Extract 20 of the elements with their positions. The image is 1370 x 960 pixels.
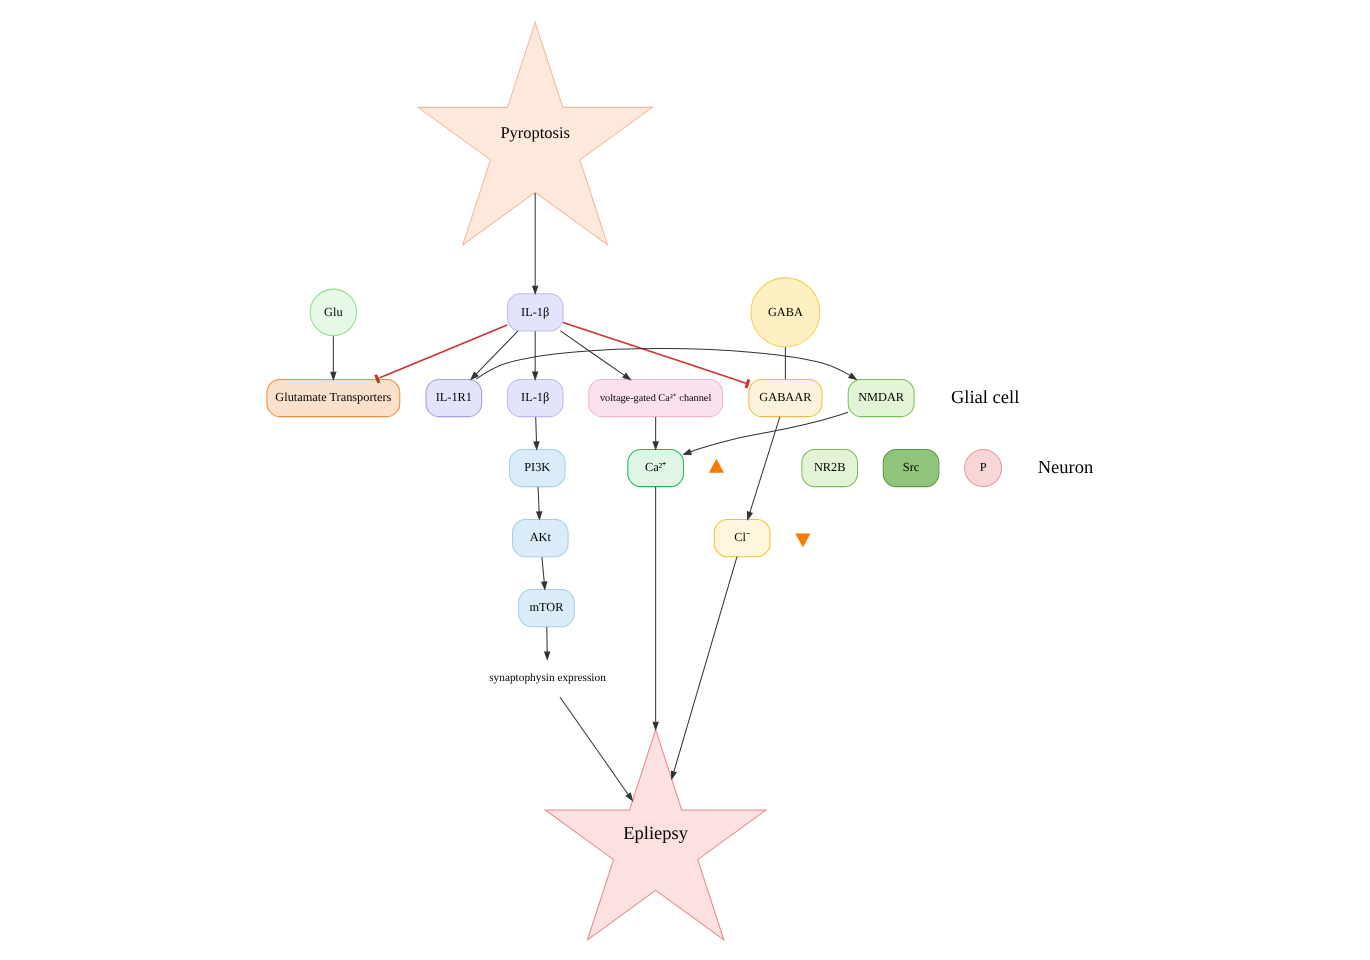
arrow [475,347,858,380]
arrow [469,329,519,380]
arrow [535,485,543,520]
label: Neuron [1037,457,1094,478]
arrow [543,625,551,660]
connector [562,320,751,388]
arrow [533,415,540,450]
arrow [330,334,337,381]
arrow [682,410,849,454]
arrow [652,415,659,450]
connector [784,345,786,379]
label: Glial cell [950,387,1020,408]
arrow [670,555,738,780]
arrow [559,329,632,380]
arrow [746,415,781,520]
arrow [540,555,548,590]
connector [374,323,508,383]
arrow [531,329,539,380]
arrow [652,485,659,730]
arrow [559,695,634,801]
